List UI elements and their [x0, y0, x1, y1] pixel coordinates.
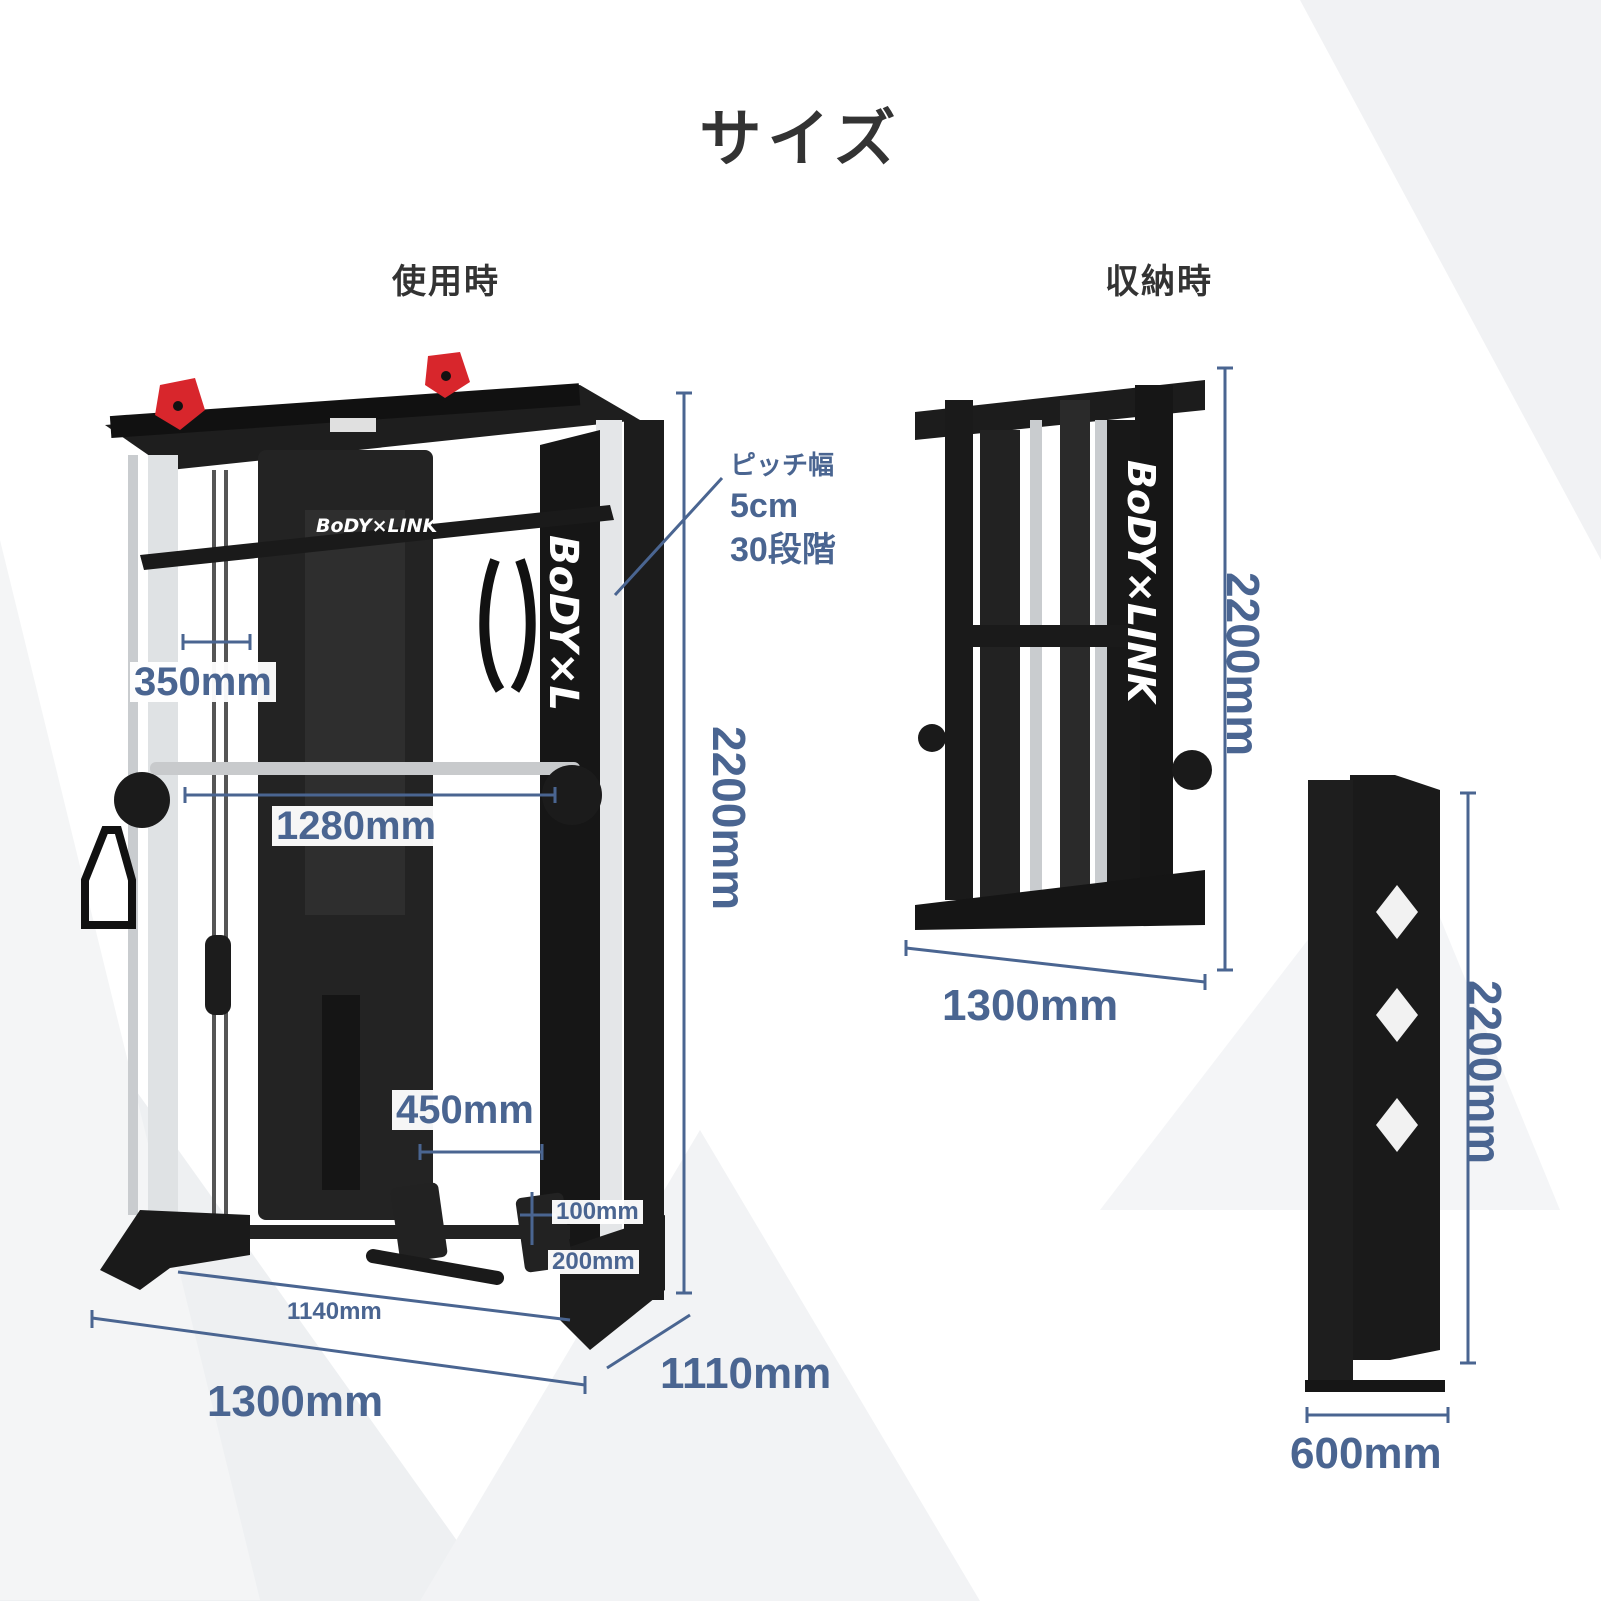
dim-depth: 1110mm — [660, 1349, 832, 1398]
logo-in-use: BoDY×LINK — [316, 515, 439, 537]
pitch-value: 5cm — [730, 486, 799, 525]
dimension-lines-in-use — [90, 391, 724, 1394]
pitch-steps: 30段階 — [730, 530, 836, 569]
section-in-use-label: 使用時 — [392, 262, 500, 302]
dim-footplate-gap: 450mm — [392, 1090, 538, 1130]
logo-in-use-vertical: BoDY×L — [540, 535, 586, 711]
dimension-lines-stored-side — [1305, 791, 1476, 1423]
pitch-label: ピッチ幅 — [730, 451, 835, 481]
machine-stored-front — [915, 380, 1212, 930]
dim-bar-width: 1280mm — [272, 806, 441, 846]
chrome-bar — [150, 762, 580, 775]
page-title: サイズ — [699, 102, 902, 175]
section-stored-label: 収納時 — [1105, 262, 1213, 302]
dim-footplate-200: 200mm — [548, 1250, 639, 1274]
background-triangle — [1300, 0, 1601, 560]
dim-stored-front-height: 2200mm — [1217, 572, 1269, 757]
dim-width: 1300mm — [207, 1377, 384, 1426]
exercise-chart — [305, 510, 405, 915]
dim-footplate-100: 100mm — [552, 1200, 643, 1224]
pitch-note: ピッチ幅 5cm 30段階 — [730, 450, 836, 572]
logo-stored-front: BoDY×LINK — [1119, 460, 1163, 705]
dim-stored-front-width: 1300mm — [942, 981, 1119, 1030]
dimension-lines-stored-front — [904, 366, 1233, 990]
dim-stored-side-depth: 600mm — [1290, 1429, 1442, 1478]
dim-inner-width: 1140mm — [287, 1298, 382, 1325]
dim-stored-side-height: 2200mm — [1459, 980, 1511, 1165]
background-triangle — [420, 1130, 980, 1601]
dim-height: 2200mm — [703, 726, 755, 911]
dim-pulley-gap: 350mm — [130, 662, 276, 702]
machine-stored-side — [1305, 775, 1445, 1392]
